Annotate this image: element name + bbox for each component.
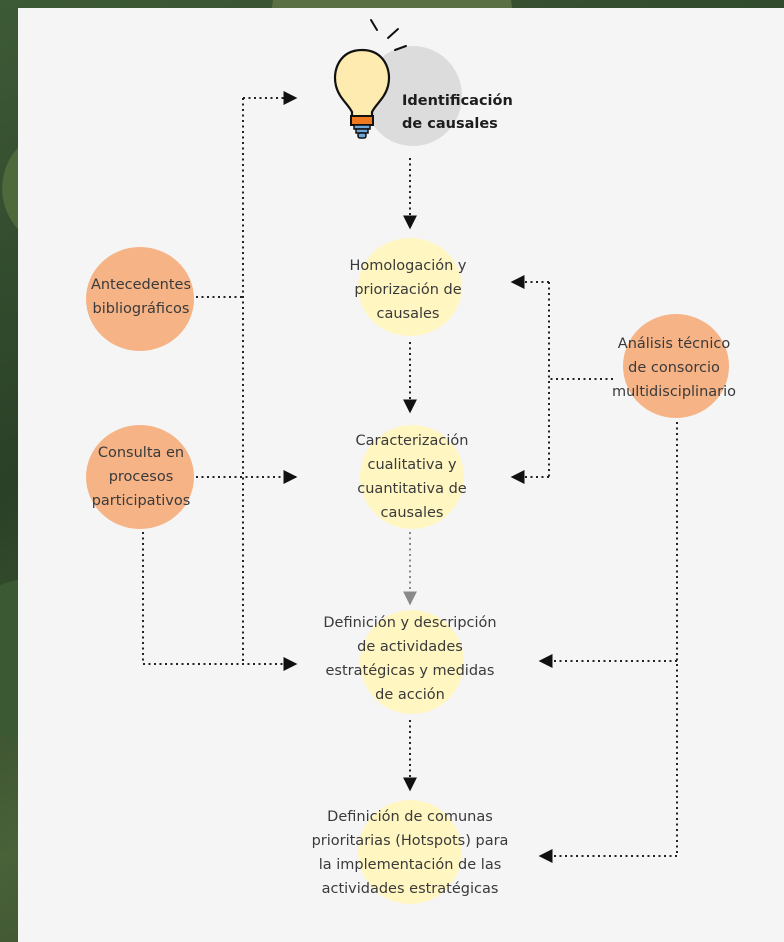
input-node-analisis <box>623 314 729 418</box>
step-node-definicion-comunas <box>358 800 462 904</box>
step-node-caracterizacion <box>360 425 464 529</box>
step-label-definicion-comunas: Definición de comunas prioritarias (Hots… <box>311 809 509 897</box>
step-label-definicion-actividades: Definición y descripción de actividades … <box>323 615 497 703</box>
step-node-definicion-actividades <box>360 610 464 714</box>
step-label-homologacion: Homologación y priorización de causales <box>349 258 467 322</box>
step-label-caracterizacion: Caracterización cualitativa y cuantitati… <box>355 433 469 521</box>
step-node-homologacion <box>358 238 462 336</box>
input-label-antecedentes: Antecedentes bibliográficos <box>90 277 192 317</box>
input-label-analisis: Análisis técnico de consorcio multidisci… <box>611 336 737 400</box>
lightbulb-icon <box>333 19 407 139</box>
start-node-label: Identificación de causales <box>402 93 513 132</box>
input-node-consulta <box>86 425 194 529</box>
input-node-antecedentes <box>86 247 194 351</box>
input-label-consulta: Consulta en procesos participativos <box>91 445 191 509</box>
